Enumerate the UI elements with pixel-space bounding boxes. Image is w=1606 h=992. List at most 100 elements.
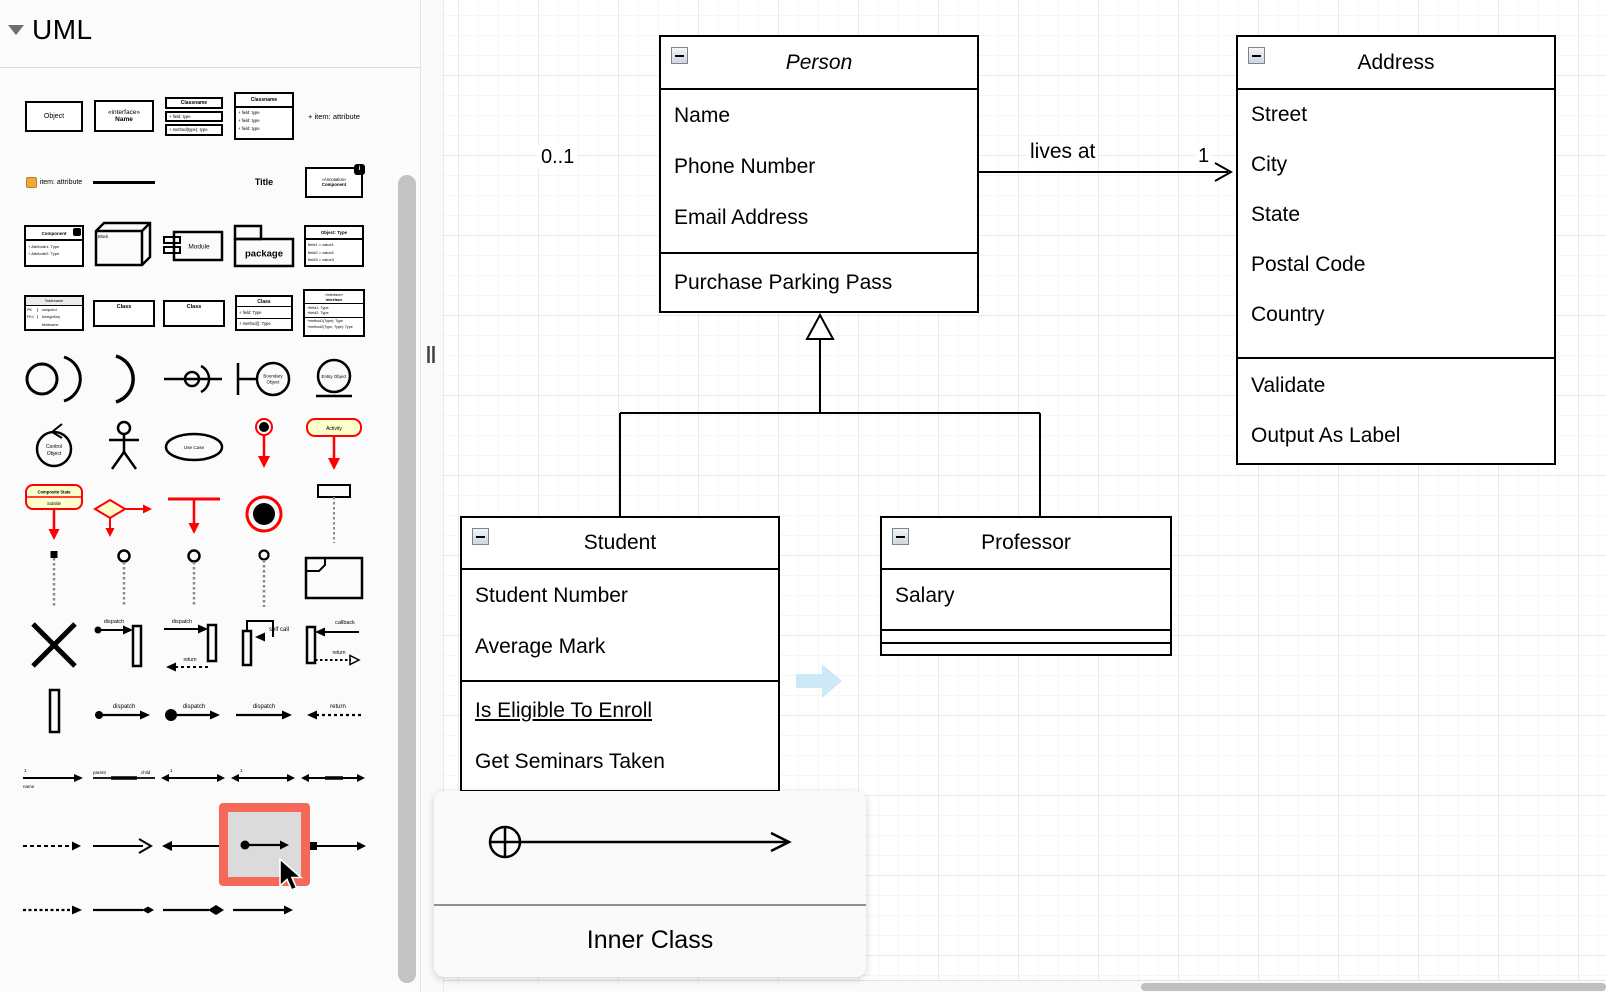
association-label[interactable]: lives at (1027, 140, 1099, 164)
palette-shape-composition[interactable] (159, 884, 229, 936)
palette-shape-lifeline-circle[interactable] (89, 548, 159, 610)
field-row[interactable]: Country (1238, 290, 1554, 340)
palette-shape-line[interactable] (89, 156, 159, 208)
class-professor[interactable]: Professor Salary (880, 516, 1172, 656)
palette-shape-lifeline-square[interactable] (19, 548, 89, 610)
palette-shape-block[interactable]: Block (89, 214, 159, 278)
association-source-multiplicity[interactable]: 0..1 (538, 145, 578, 169)
method-row[interactable]: Purchase Parking Pass (661, 254, 977, 311)
method-row[interactable]: Output As Label (1238, 411, 1554, 461)
palette-shape-link-labeled[interactable]: 1 name (19, 750, 89, 802)
class-person-title-row[interactable]: Person (661, 37, 977, 90)
sidebar-splitter[interactable] (421, 0, 444, 992)
palette-shape-parent-child[interactable]: parent child (89, 750, 159, 802)
field-row[interactable]: Average Mark (462, 621, 778, 672)
palette-shape-composite-state[interactable]: Composite State Subtitle (19, 482, 89, 546)
palette-shape-inner-class-highlighted[interactable] (219, 803, 310, 886)
palette-shape-association-both[interactable]: 1 (159, 750, 229, 802)
collapse-button[interactable] (671, 47, 688, 64)
palette-shape-arrow-left[interactable] (159, 816, 229, 872)
palette-shape-module[interactable]: Module (159, 214, 229, 278)
class-address[interactable]: Address Street City State Postal Code Co… (1236, 35, 1556, 465)
field-row[interactable]: Postal Code (1238, 240, 1554, 290)
palette-shape-self-call[interactable]: self call (229, 612, 299, 678)
palette-shape-required-interface[interactable] (89, 350, 159, 408)
palette-shape-object-lifeline[interactable] (299, 482, 369, 546)
palette-shape-condition[interactable] (89, 482, 159, 546)
field-row[interactable]: City (1238, 140, 1554, 190)
palette-shape-dispatch-found[interactable]: dispatch (89, 682, 159, 740)
method-row[interactable]: Is Eligible To Enroll (462, 685, 778, 736)
palette-shape-class-simple-2[interactable]: Class (159, 283, 229, 343)
palette-shape-boundary-object[interactable]: Boundary Object (229, 350, 299, 408)
sidebar-scrollbar-thumb[interactable] (398, 175, 416, 983)
palette-shape-lifeline-small-circle[interactable] (229, 548, 299, 610)
palette-shape-dispatch-found-2[interactable]: dispatch (159, 682, 229, 740)
diagram-canvas[interactable]: 0..1 lives at 1 Person Name Phone Number… (444, 0, 1606, 980)
palette-shape-activity-start[interactable] (229, 414, 299, 480)
palette-shape-dispatch-return[interactable]: dispatch return (159, 612, 229, 678)
palette-shape-lifeline-circle-2[interactable] (159, 548, 229, 610)
hover-direction-arrow-icon[interactable] (796, 664, 842, 698)
palette-shape-interface[interactable]: «interface» Name (89, 88, 159, 144)
palette-shape-association-both-2[interactable]: 1 (229, 750, 299, 802)
horizontal-scrollbar-thumb[interactable] (1141, 983, 1606, 991)
palette-shape-callback[interactable]: callback return (299, 612, 369, 678)
palette-shape-dispatch-activation[interactable]: dispatch (89, 612, 159, 678)
palette-shape-provided-required-interface[interactable] (19, 350, 89, 408)
field-row[interactable]: Student Number (462, 570, 778, 621)
palette-shape-assembly-connector[interactable] (159, 350, 229, 408)
palette-shape-class-2[interactable]: Classname + field: type + method(type): … (159, 88, 229, 144)
collapse-button[interactable] (892, 528, 909, 545)
field-row[interactable]: Name (661, 90, 977, 141)
palette-shape-package[interactable]: package (229, 214, 299, 278)
field-row[interactable]: State (1238, 190, 1554, 240)
palette-shape-frame[interactable] (299, 548, 369, 610)
palette-shape-class-simple[interactable]: Class (89, 283, 159, 343)
class-person[interactable]: Person Name Phone Number Email Address P… (659, 35, 979, 313)
palette-shape-component-2[interactable]: Component + Attribute1: Type + Attribute… (19, 214, 89, 278)
palette-shape-dashed-dependency[interactable] (19, 884, 89, 936)
palette-shape-activity[interactable]: Activity (299, 414, 369, 480)
palette-shape-return-message[interactable]: return (299, 682, 369, 740)
palette-shape-use-case[interactable]: Use Case (159, 414, 229, 480)
palette-shape-title-text[interactable]: Title (229, 156, 299, 208)
field-row[interactable]: Street (1238, 90, 1554, 140)
association-target-multiplicity[interactable]: 1 (1195, 144, 1213, 168)
canvas-horizontal-scrollbar[interactable] (444, 980, 1606, 992)
palette-shape-class-rows[interactable]: Class + field: Type + method(): Type (229, 283, 299, 343)
palette-shape-association-labeled[interactable] (299, 750, 369, 802)
palette-shape-item-attribute-plus[interactable]: + item: attribute (299, 88, 369, 144)
field-row[interactable]: Email Address (661, 192, 977, 243)
palette-shape-activity-final[interactable] (229, 482, 299, 546)
palette-shape-entity-object[interactable]: Entity Object (299, 350, 369, 408)
palette-shape-dispatch-message[interactable]: dispatch (229, 682, 299, 740)
palette-shape-annotation-component[interactable]: «Annotation» Component i (299, 156, 369, 208)
collapse-button[interactable] (472, 528, 489, 545)
class-professor-title-row[interactable]: Professor (882, 518, 1170, 570)
palette-shape-item-attribute-icon[interactable]: item: attribute (19, 156, 89, 208)
collapse-button[interactable] (1248, 47, 1265, 64)
splitter-grip-icon[interactable] (427, 346, 436, 363)
palette-section-header[interactable]: UML (8, 14, 93, 46)
class-student-title-row[interactable]: Student (462, 518, 778, 570)
palette-shape-fork[interactable] (159, 482, 229, 546)
palette-shape-realization[interactable] (89, 816, 159, 872)
field-row[interactable]: Phone Number (661, 141, 977, 192)
palette-shape-directed-link[interactable] (229, 884, 299, 936)
palette-shape-dependency[interactable] (19, 816, 89, 872)
palette-shape-interface-full[interactable]: «interface» Interface +field1: Type +fie… (299, 283, 369, 343)
palette-shape-object-type[interactable]: Object: Type field1 = value1 field2 = va… (299, 214, 369, 278)
palette-shape-actor[interactable] (89, 414, 159, 480)
method-row[interactable]: Get Seminars Taken (462, 736, 778, 787)
palette-shape-object[interactable]: Object (19, 88, 89, 144)
palette-shape-spacer[interactable] (159, 156, 229, 208)
palette-shape-activation-bar[interactable] (19, 682, 89, 740)
class-student[interactable]: Student Student Number Average Mark Is E… (460, 516, 780, 792)
palette-shape-class-3[interactable]: Classname + field: type + field: type + … (229, 88, 299, 144)
class-address-title-row[interactable]: Address (1238, 37, 1554, 90)
palette-shape-control-object[interactable]: Control Object (19, 414, 89, 480)
method-row[interactable]: Validate (1238, 361, 1554, 411)
palette-shape-aggregation-small[interactable] (89, 884, 159, 936)
